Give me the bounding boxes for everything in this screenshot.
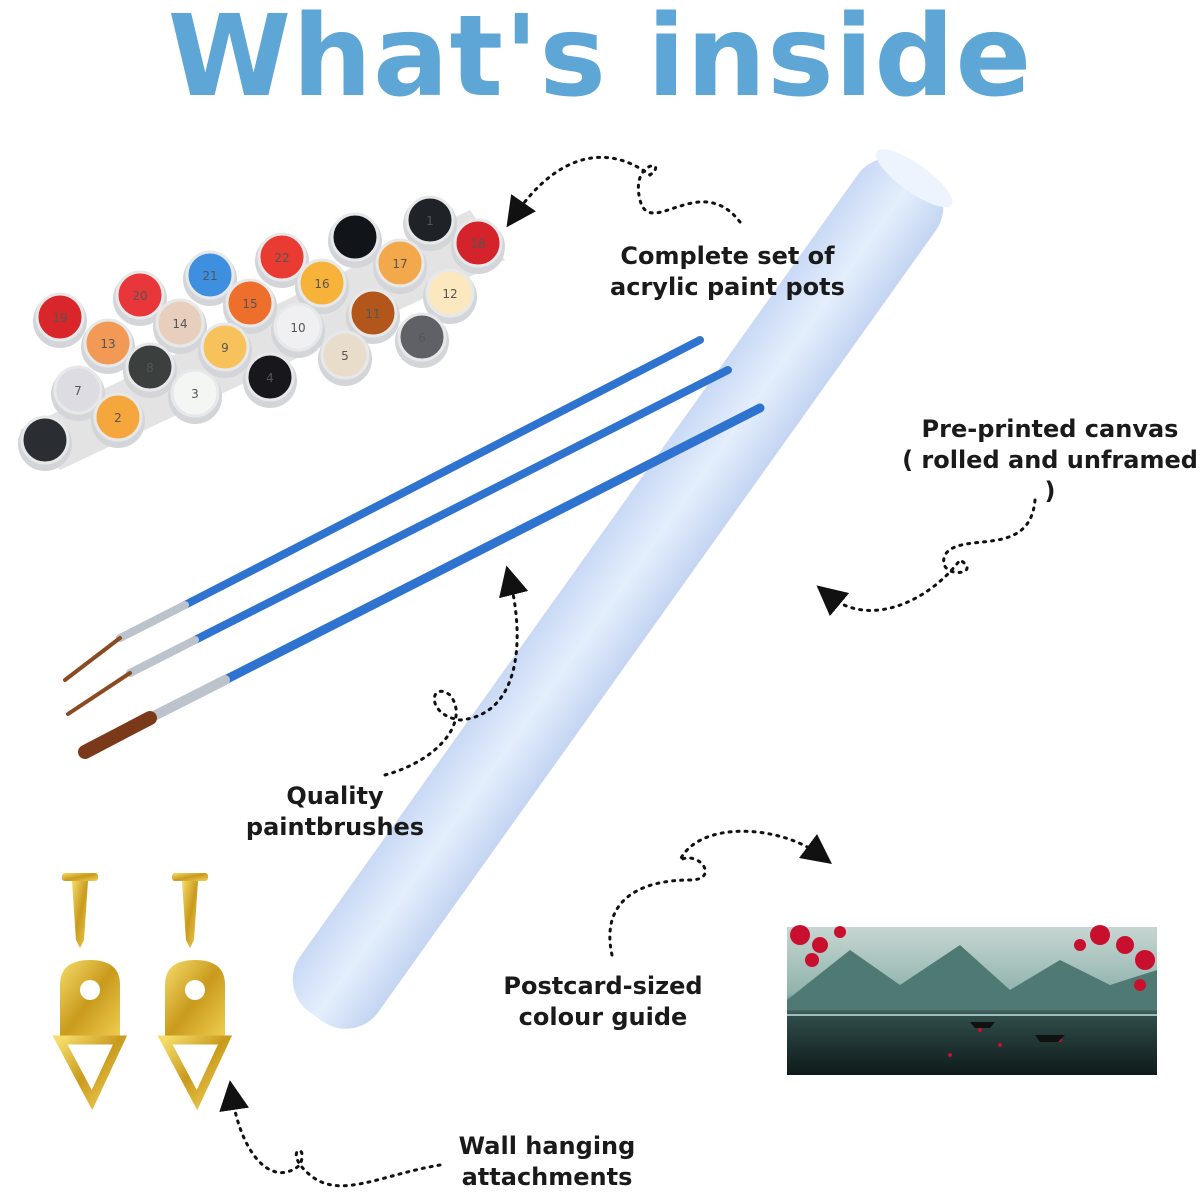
hanger-icon	[52, 960, 128, 1111]
label-line: Quality	[286, 782, 384, 810]
label-brushes: Quality paintbrushes	[220, 781, 450, 843]
pot-number: 9	[221, 341, 229, 355]
pot-number: 19	[52, 311, 67, 325]
pot-number: 17	[392, 257, 407, 271]
paint-pot: 15	[223, 278, 277, 334]
label-line: paintbrushes	[245, 813, 425, 841]
label-line: colour guide	[518, 1003, 688, 1031]
screw-icon	[62, 873, 98, 948]
wall-hanging-attachments	[52, 873, 233, 1111]
label-line: ( rolled and unframed )	[902, 446, 1198, 505]
label-line: Wall hanging	[458, 1132, 636, 1160]
paint-pot: 6	[395, 312, 449, 368]
paint-pot: 14	[153, 298, 207, 354]
arrow-to-canvas	[816, 498, 1037, 617]
paint-pot: 12	[423, 268, 477, 324]
dotted-arrows	[219, 155, 1037, 1188]
paint-pot: 21	[183, 250, 237, 306]
paint-pot: 1	[403, 195, 457, 251]
paint-pot-set: 19 20 21 22 1 18 13 14 15 16 17 12 8 9 10 11 6 7 3 4 5 2	[18, 195, 505, 471]
paint-pot: 19	[33, 292, 87, 348]
rolled-canvas	[292, 149, 953, 1029]
paint-pot: 5	[318, 330, 372, 386]
pot-number: 20	[132, 289, 147, 303]
arrow-to-brushes	[383, 565, 529, 777]
paint-pot: 3	[168, 368, 222, 424]
label-colour-guide: Postcard-sized colour guide	[483, 971, 723, 1033]
pot-number: 14	[172, 317, 187, 331]
label-paint-pots: Complete set of acrylic paint pots	[600, 241, 855, 303]
paint-pot	[328, 212, 382, 268]
paint-pot: 2	[91, 392, 145, 448]
paint-pot: 8	[123, 342, 177, 398]
paint-pot: 9	[198, 322, 252, 378]
paint-pot: 20	[113, 270, 167, 326]
pot-number: 13	[100, 337, 115, 351]
paint-pot: 13	[81, 318, 135, 374]
paint-pot: 18	[451, 218, 505, 274]
paint-pot: 22	[255, 232, 309, 288]
pot-number: 2	[114, 411, 122, 425]
label-line: Postcard-sized	[503, 972, 703, 1000]
label-line: acrylic paint pots	[610, 273, 845, 301]
colour-guide-postcard	[787, 925, 1157, 1075]
label-canvas: Pre-printed canvas ( rolled and unframed…	[900, 414, 1200, 507]
paint-pot: 10	[271, 302, 325, 358]
pot-number: 5	[341, 349, 349, 363]
paint-pot	[18, 415, 72, 471]
pot-number: 10	[290, 321, 305, 335]
pot-number: 8	[146, 361, 154, 375]
paint-pot: 17	[373, 238, 427, 294]
paint-pot: 16	[295, 258, 349, 314]
pot-number: 22	[274, 251, 289, 265]
paint-pot: 4	[243, 352, 297, 408]
pot-number: 21	[202, 269, 217, 283]
arrow-to-hangers	[219, 1080, 442, 1188]
screw-icon	[172, 873, 208, 948]
arrow-to-colour-guide	[608, 829, 833, 957]
paintbrushes	[63, 336, 765, 759]
pot-number: 12	[442, 287, 457, 301]
pot-number: 18	[470, 237, 485, 251]
pot-number: 15	[242, 297, 257, 311]
pot-number: 6	[418, 331, 426, 345]
label-hanging: Wall hanging attachments	[437, 1131, 657, 1193]
pot-number: 7	[74, 384, 82, 398]
pot-number: 16	[314, 277, 329, 291]
label-line: Complete set of	[620, 242, 835, 270]
paint-pot: 11	[346, 288, 400, 344]
label-line: Pre-printed canvas	[921, 415, 1179, 443]
hanger-icon	[157, 960, 233, 1111]
arrow-to-paint-pots	[506, 155, 742, 228]
pot-number: 4	[266, 371, 274, 385]
label-line: attachments	[461, 1163, 633, 1191]
pot-number: 3	[191, 387, 199, 401]
paint-pot: 7	[51, 365, 105, 421]
pot-number: 11	[365, 307, 380, 321]
page-title: What's inside	[167, 0, 1033, 122]
pot-number: 1	[426, 214, 434, 228]
